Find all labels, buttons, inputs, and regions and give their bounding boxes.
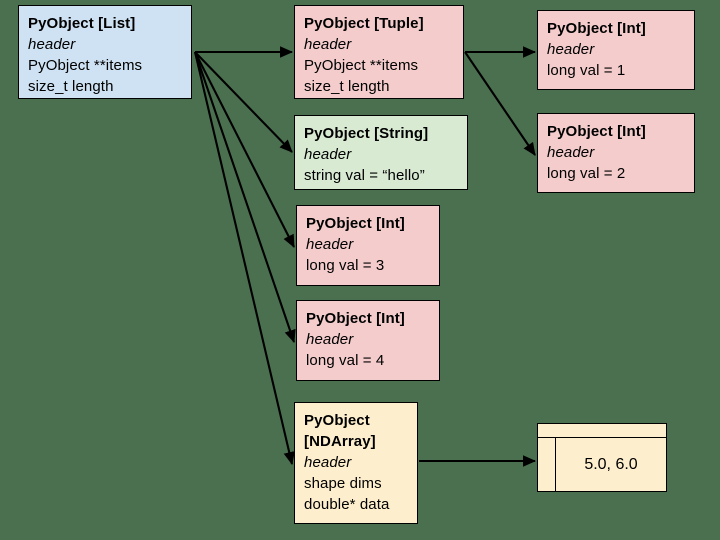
node-header-field: header	[547, 41, 595, 58]
node-header-field: header	[28, 36, 76, 53]
node-pyobject-list[interactable]: PyObject [List] header PyObject **items …	[18, 5, 192, 99]
edge-list-to-int3	[194, 51, 295, 248]
node-header-field: header	[304, 454, 352, 471]
node-pyobject-int-4[interactable]: PyObject [Int] header long val = 4	[296, 300, 440, 381]
node-title: PyObject [Int]	[306, 310, 405, 327]
node-header-field: header	[306, 236, 354, 253]
node-pyobject-ndarray[interactable]: PyObject [NDArray] header shape dims dou…	[294, 402, 418, 524]
array-data-buffer[interactable]: 5.0, 6.0	[537, 423, 667, 492]
edge-tuple-to-int2	[464, 51, 536, 156]
node-field-val: long val = 2	[547, 165, 626, 182]
node-field-val: string val = “hello”	[304, 167, 425, 184]
node-title: PyObject [String]	[304, 125, 429, 142]
edge-list-to-ndarray	[193, 51, 295, 466]
node-pyobject-int-3[interactable]: PyObject [Int] header long val = 3	[296, 205, 440, 286]
edge-list-to-int4	[194, 51, 296, 343]
node-pyobject-tuple[interactable]: PyObject [Tuple] header PyObject **items…	[294, 5, 464, 99]
node-pyobject-int-1[interactable]: PyObject [Int] header long val = 1	[537, 10, 695, 90]
node-pyobject-string[interactable]: PyObject [String] header string val = “h…	[294, 115, 468, 190]
node-title: PyObject [List]	[28, 15, 136, 32]
node-title: PyObject [Tuple]	[304, 15, 424, 32]
node-header-field: header	[304, 36, 352, 53]
node-field-items: PyObject **items	[304, 57, 419, 74]
node-title: PyObject [NDArray]	[304, 412, 376, 450]
node-field-val: long val = 1	[547, 62, 626, 79]
node-pyobject-int-2[interactable]: PyObject [Int] header long val = 2	[537, 113, 695, 193]
node-field-val: long val = 4	[306, 352, 385, 369]
node-title: PyObject [Int]	[306, 215, 405, 232]
buffer-body-row: 5.0, 6.0	[538, 438, 666, 491]
node-header-field: header	[547, 144, 595, 161]
node-field-data: double* data	[304, 496, 390, 513]
node-field-val: long val = 3	[306, 257, 385, 274]
buffer-header-row	[538, 424, 666, 438]
node-title: PyObject [Int]	[547, 123, 646, 140]
buffer-values: 5.0, 6.0	[584, 455, 638, 473]
node-field-length: size_t length	[304, 78, 390, 95]
node-field-shape: shape dims	[304, 475, 382, 492]
node-title: PyObject [Int]	[547, 20, 646, 37]
buffer-index-cell	[538, 438, 556, 491]
node-header-field: header	[304, 146, 352, 163]
node-field-items: PyObject **items	[28, 57, 143, 74]
edge-list-to-string	[194, 51, 293, 153]
node-header-field: header	[306, 331, 354, 348]
node-field-length: size_t length	[28, 78, 114, 95]
